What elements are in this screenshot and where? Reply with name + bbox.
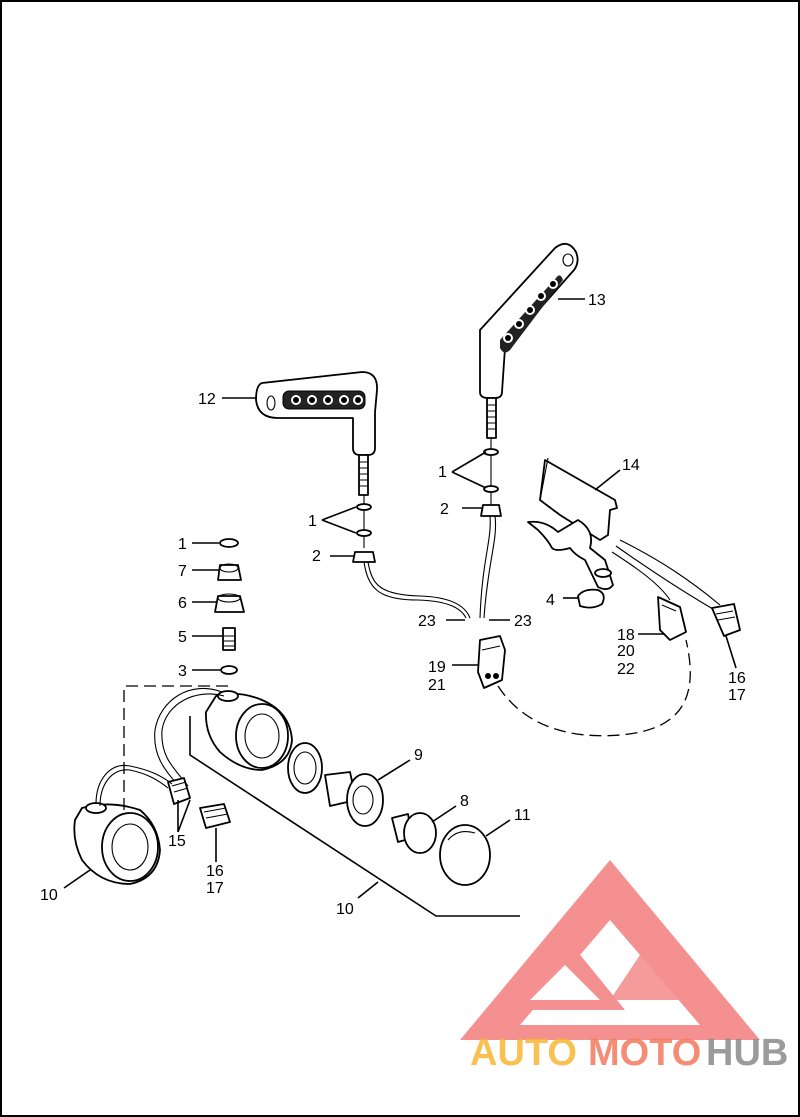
part-1-washer	[219, 538, 239, 548]
callout-19: 19	[428, 659, 446, 676]
callout-2-left: 2	[312, 548, 321, 565]
part-5-bolt	[222, 627, 236, 651]
callout-23-left: 23	[418, 613, 436, 630]
callout-14: 14	[622, 457, 640, 474]
part-14-bracket	[527, 457, 721, 613]
part-11-lens	[439, 824, 491, 886]
callout-11: 11	[514, 807, 531, 824]
callout-18: 18	[617, 627, 635, 644]
part-13-right-light-bar	[479, 242, 579, 508]
callout-5: 5	[178, 629, 187, 646]
callout-13: 13	[588, 292, 606, 309]
part-19-connector	[477, 635, 506, 689]
callout-1-upper-right: 1	[438, 464, 447, 481]
callout-12: 12	[198, 391, 216, 408]
callout-7: 7	[178, 563, 187, 580]
callout-8: 8	[460, 793, 469, 810]
callout-6: 6	[178, 595, 187, 612]
callout-16-right: 16	[728, 670, 746, 687]
callout-15: 15	[168, 833, 186, 850]
callout-17-right: 17	[728, 687, 746, 704]
callout-20: 20	[617, 643, 635, 660]
part-10-lamp-housing-upper	[205, 690, 293, 771]
callout-10-lower-middle: 10	[336, 901, 354, 918]
callout-10-lower-left: 10	[40, 887, 58, 904]
part-6-nut	[214, 595, 245, 613]
callout-17-lower: 17	[206, 880, 224, 897]
callout-22: 22	[617, 661, 635, 678]
watermark-word-hub: HUB	[706, 1032, 788, 1074]
callout-9: 9	[414, 747, 423, 764]
callout-23-right: 23	[514, 613, 532, 630]
part-3-washer	[220, 665, 238, 675]
part-10-lamp-housing-lower	[73, 802, 161, 885]
part-8-bulb	[391, 812, 437, 854]
part-12-left-light-bar	[255, 371, 378, 548]
callout-3: 3	[178, 663, 187, 680]
callout-2-right: 2	[440, 501, 449, 518]
watermark-logo	[460, 860, 760, 1040]
callout-4: 4	[546, 592, 555, 609]
callout-1-left: 1	[308, 513, 317, 530]
callout-21: 21	[428, 677, 446, 694]
part-9-socket	[287, 742, 384, 827]
watermark-word-moto: MOTO	[588, 1032, 701, 1074]
callout-1-stack: 1	[178, 536, 187, 553]
callout-16-lower: 16	[206, 863, 224, 880]
watermark-word-auto: AUTO	[470, 1032, 577, 1074]
